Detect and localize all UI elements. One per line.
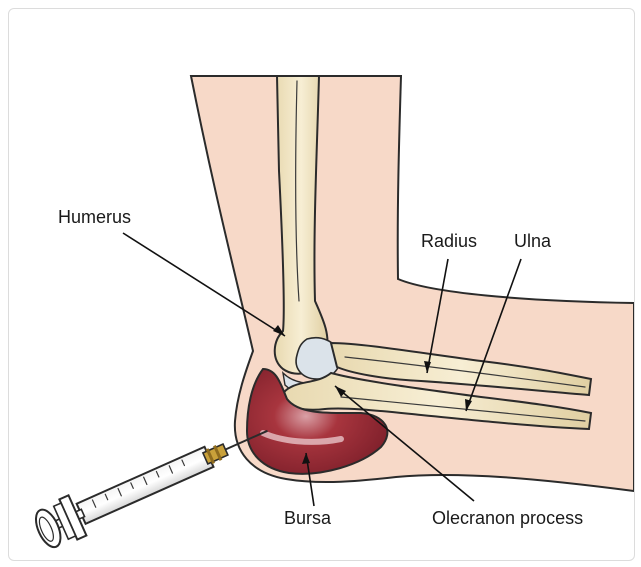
label-humerus: Humerus	[58, 207, 131, 227]
label-radius: Radius	[421, 231, 477, 251]
label-ulna: Ulna	[514, 231, 552, 251]
elbow-diagram: Humerus Radius Ulna Bursa Olecranon proc…	[9, 9, 634, 560]
label-bursa: Bursa	[284, 508, 332, 528]
label-olecranon: Olecranon process	[432, 508, 583, 528]
figure-frame: Humerus Radius Ulna Bursa Olecranon proc…	[8, 8, 635, 561]
